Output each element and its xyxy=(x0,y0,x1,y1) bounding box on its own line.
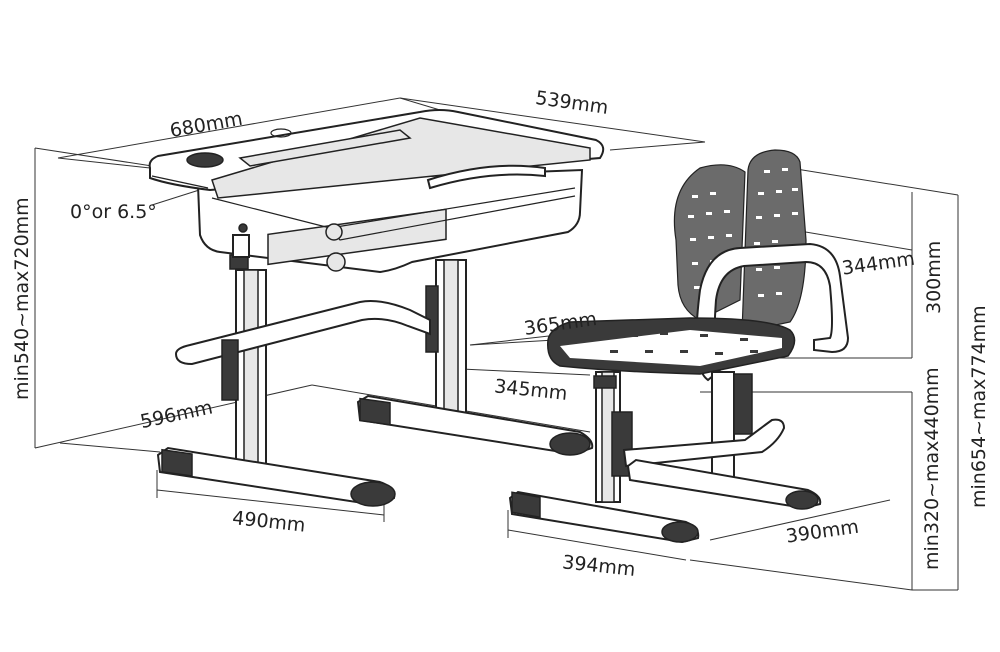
height-knob xyxy=(326,252,346,272)
tilt-label: 0°or 6.5° xyxy=(70,201,157,223)
desk-footrest xyxy=(174,300,431,366)
chair-back-post xyxy=(711,371,735,483)
side-bolt xyxy=(238,223,248,233)
backrest-left xyxy=(673,164,746,321)
chair-back-width-label: 344mm xyxy=(841,248,917,280)
desk xyxy=(148,109,605,507)
chair-seat-depth-label: 345mm xyxy=(493,375,568,405)
chair-back-height-label: 300mm xyxy=(923,241,945,314)
chair-base-width-label: 394mm xyxy=(561,551,636,581)
chair-footrest xyxy=(622,418,786,468)
back-foot-cap xyxy=(549,432,591,456)
desk-top-surface xyxy=(211,117,591,199)
cable-hole xyxy=(270,128,292,138)
footrest-clamp xyxy=(221,339,239,401)
chair xyxy=(508,149,850,544)
chair-front-foot-cap xyxy=(661,521,699,543)
desk-base-width-label: 490mm xyxy=(231,507,306,537)
front-foot-cap xyxy=(350,481,396,507)
desk-width-label: 680mm xyxy=(168,108,244,142)
cup-holder xyxy=(186,152,224,168)
book-stop xyxy=(426,164,546,190)
chair-back-foot-cap xyxy=(785,490,819,510)
desk-height-label: min540~max720mm xyxy=(11,197,33,400)
chair-total-height-label: min654~max774mm xyxy=(968,305,990,508)
seat-holes xyxy=(600,332,758,355)
pen-tray xyxy=(238,129,412,167)
desk-base-depth-label: 596mm xyxy=(138,396,214,433)
chair-seat-height-label: min320~max440mm xyxy=(921,367,943,570)
desk-depth-label: 539mm xyxy=(534,87,610,119)
tilt-knob xyxy=(325,223,343,241)
